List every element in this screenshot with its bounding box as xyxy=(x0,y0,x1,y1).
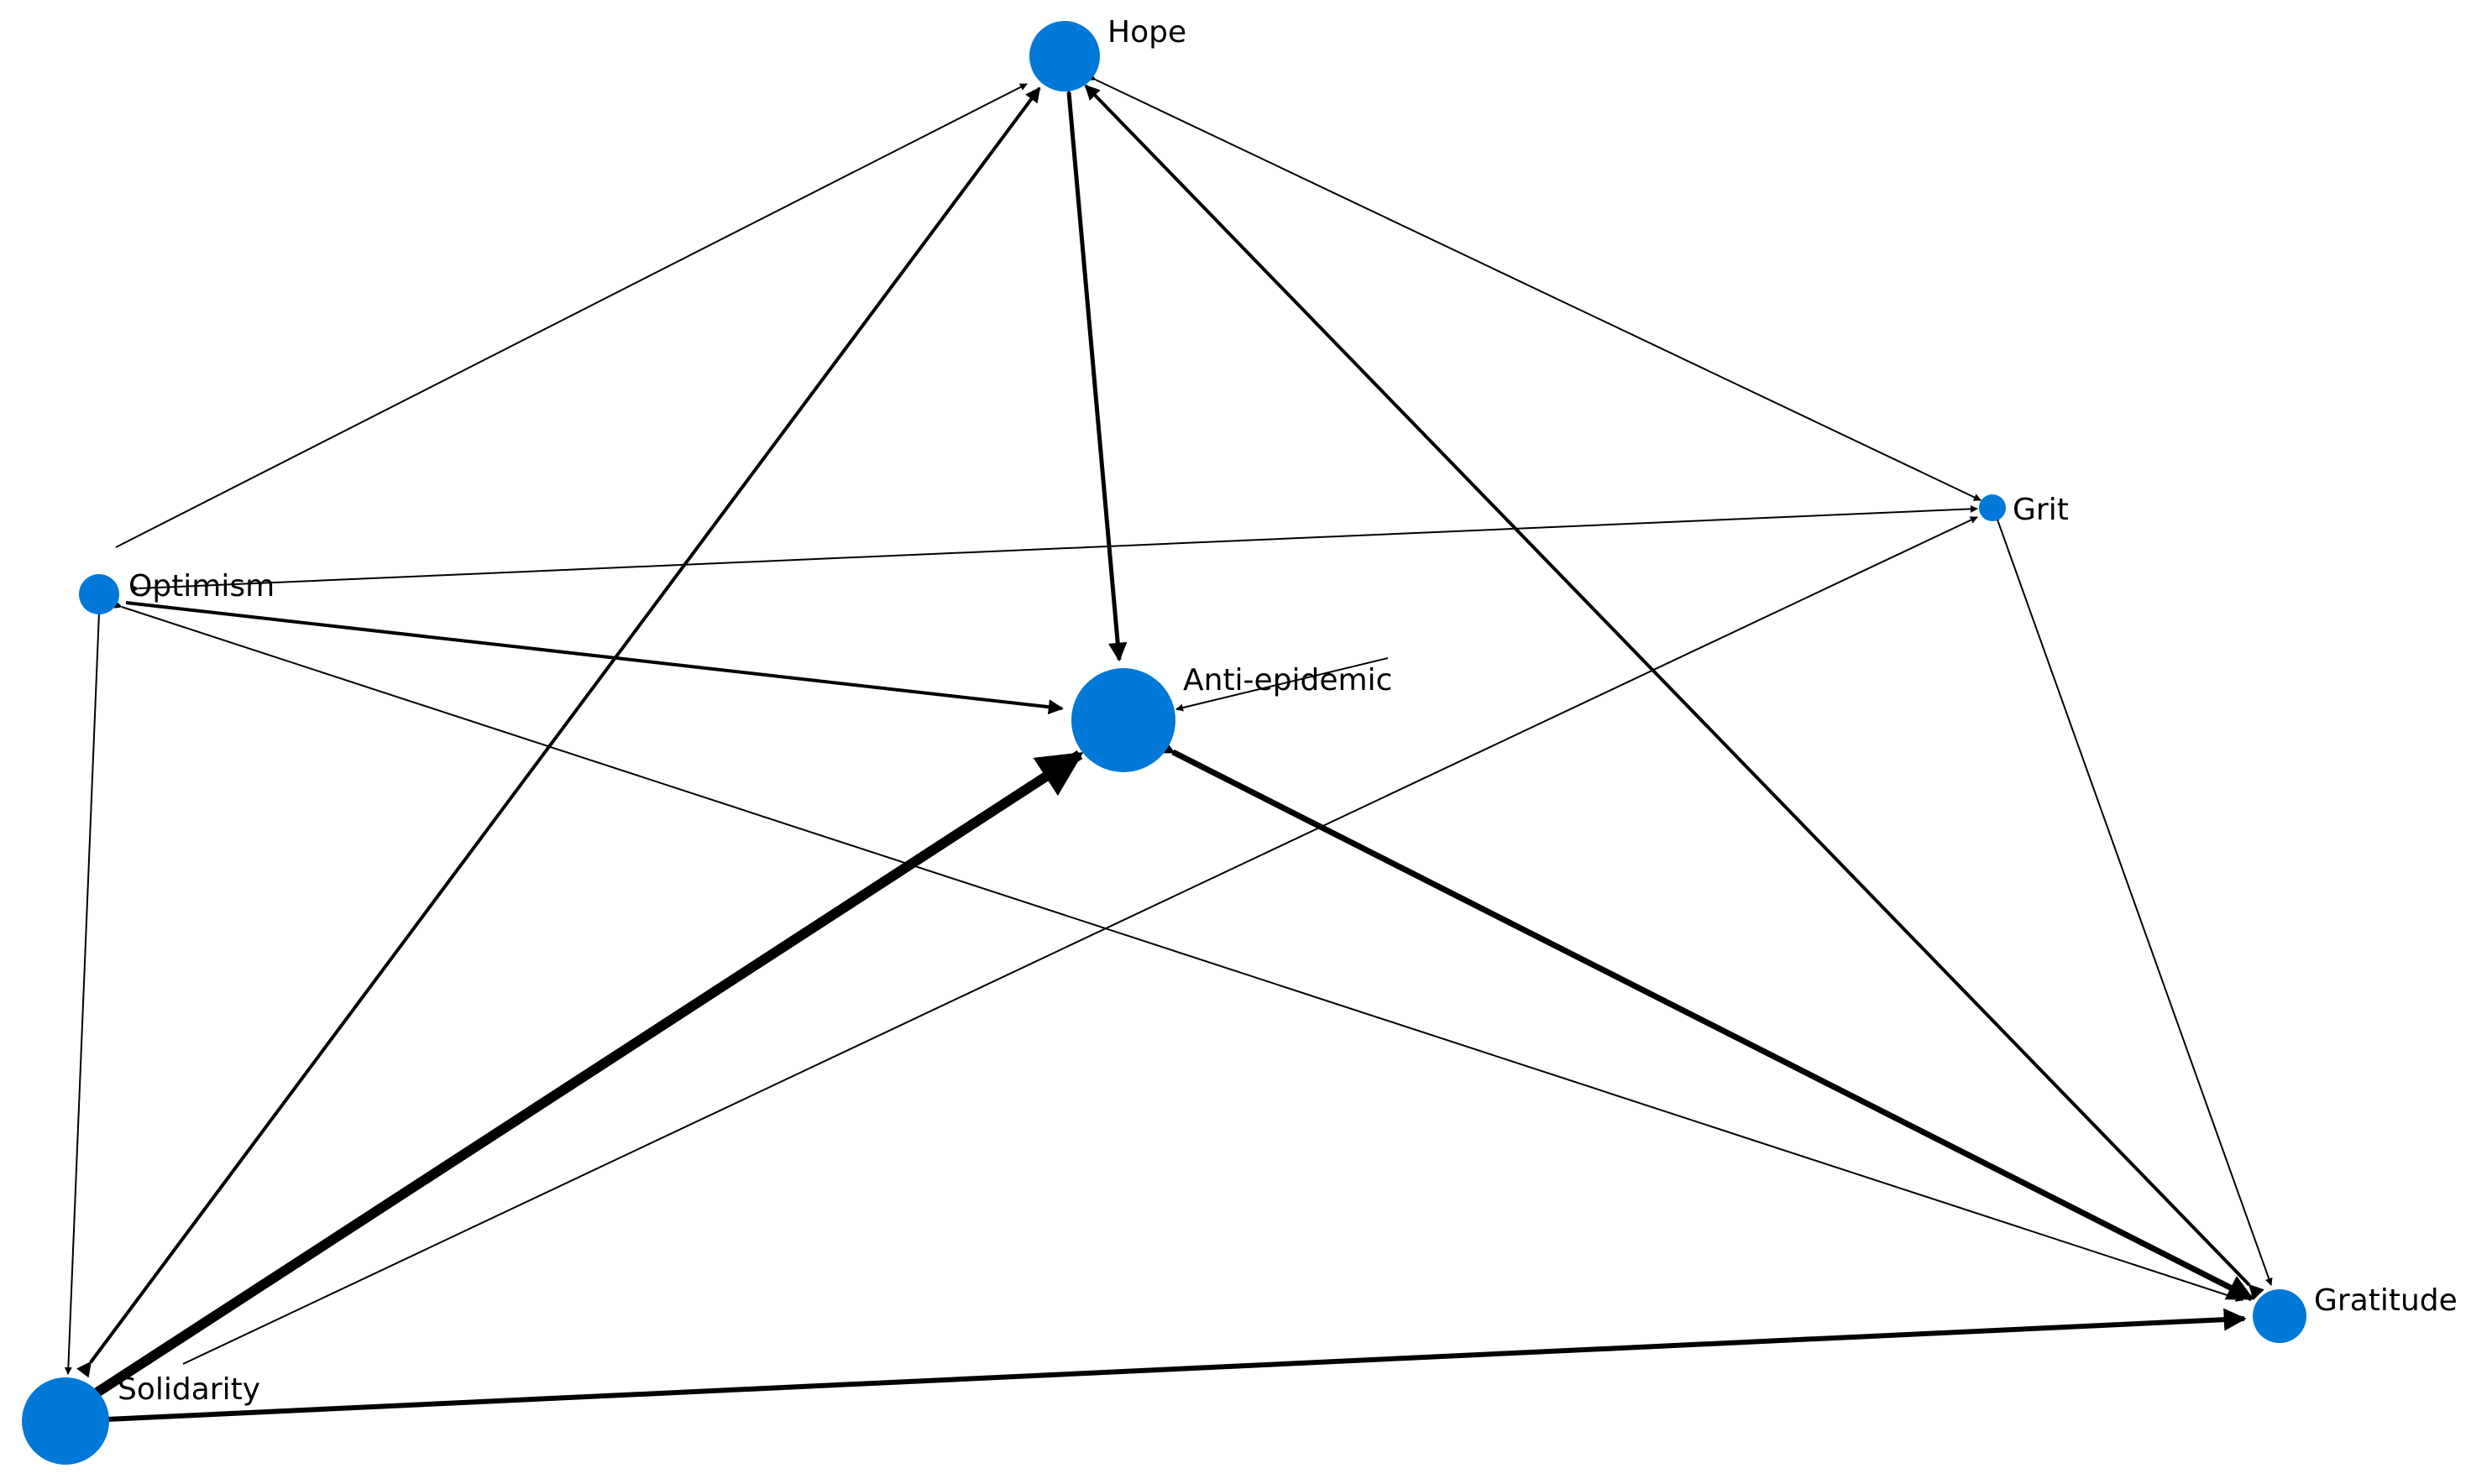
edge-optimism-gratitude xyxy=(113,601,2243,1302)
edge-grit-gratitude xyxy=(1992,514,2273,1286)
edge-optimism-anti-epidemic xyxy=(125,601,1064,715)
edge-grit-anti-epidemic xyxy=(1175,657,1389,712)
edge-solidarity-gratitude xyxy=(86,1308,2247,1432)
node-solidarity[interactable]: Solidarity xyxy=(22,1372,260,1465)
node-gratitude[interactable]: Gratitude xyxy=(2253,1283,2458,1343)
node-hope-circle[interactable] xyxy=(1029,21,1100,91)
edge-solidarity-grit xyxy=(182,516,1978,1365)
edge-optimism-hope xyxy=(115,83,1028,548)
edge-optimism-grit xyxy=(131,504,1978,593)
node-optimism-circle[interactable] xyxy=(79,574,119,614)
nodes-layer: Hope Grit Optimism Anti-epidemic Gratitu… xyxy=(22,15,2458,1465)
edge-hope-grit xyxy=(1087,73,1982,501)
node-anti-epidemic[interactable]: Anti-epidemic xyxy=(1071,663,1392,772)
edge-optimism-solidarity xyxy=(64,605,103,1375)
edge-anti-epidemic-gratitude xyxy=(1145,729,2254,1302)
edge-hope-anti-epidemic xyxy=(1058,74,1128,662)
node-hope[interactable]: Hope xyxy=(1029,15,1186,91)
edge-solidarity-anti-epidemic xyxy=(49,750,1084,1435)
node-optimism-label: Optimism xyxy=(128,569,275,604)
node-anti-epidemic-circle[interactable] xyxy=(1071,668,1175,772)
node-hope-label: Hope xyxy=(1107,15,1186,50)
edge-solidarity-hope xyxy=(76,86,1041,1378)
node-gratitude-label: Gratitude xyxy=(2314,1283,2458,1318)
node-gratitude-circle[interactable] xyxy=(2253,1289,2306,1343)
node-grit-label: Grit xyxy=(2013,493,2069,527)
node-grit-circle[interactable] xyxy=(1979,494,2006,521)
node-solidarity-circle[interactable] xyxy=(22,1377,109,1465)
node-solidarity-label: Solidarity xyxy=(118,1372,260,1407)
node-anti-epidemic-label: Anti-epidemic xyxy=(1183,663,1392,698)
node-grit[interactable]: Grit xyxy=(1979,493,2069,527)
node-optimism[interactable]: Optimism xyxy=(79,569,275,614)
edges-layer xyxy=(49,73,2273,1435)
